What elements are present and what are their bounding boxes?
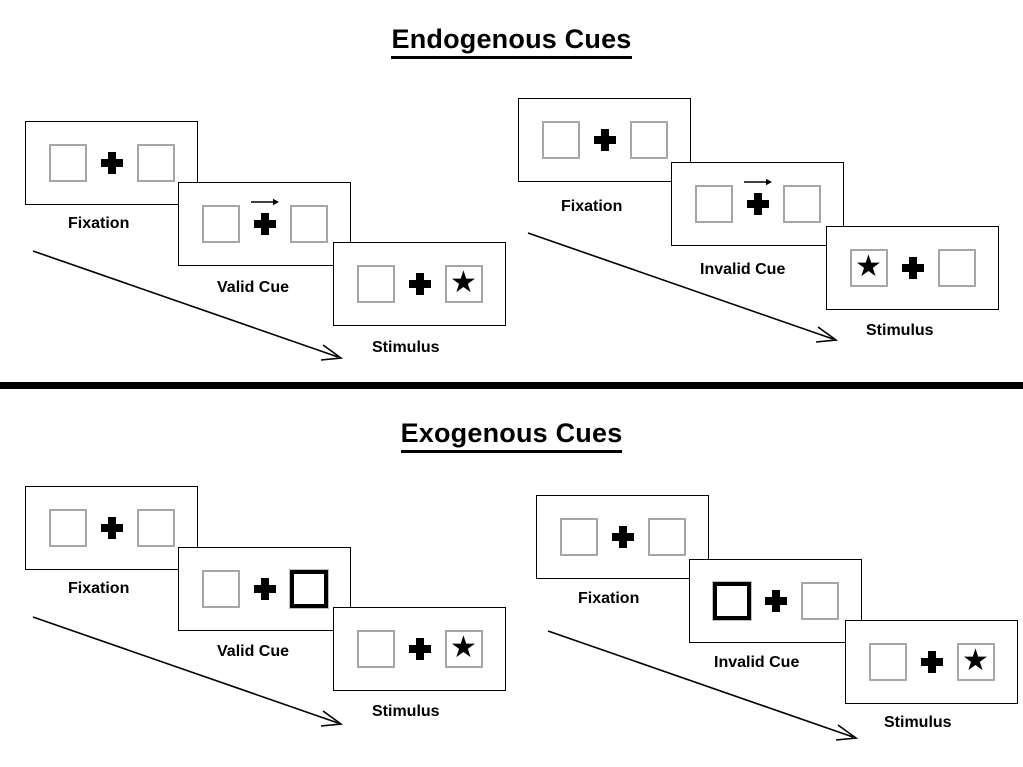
right-target-box: ★: [444, 630, 483, 668]
left-placeholder-box: [541, 121, 580, 159]
panel-content: [694, 178, 821, 223]
left-placeholder-box: [201, 570, 240, 608]
section-title-exogenous-text: Exogenous Cues: [400, 418, 623, 453]
left-placeholder-box: [48, 144, 87, 182]
panel-content: ★: [849, 249, 976, 287]
center-slot: [580, 129, 630, 151]
left-placeholder-box: [201, 205, 240, 243]
fixation-cross-icon: [100, 517, 123, 539]
center-slot: [733, 178, 783, 215]
fixation-cross-icon: [901, 257, 924, 279]
panel-content: [559, 518, 686, 556]
panel-content: [201, 569, 329, 609]
panel-exogenous-valid-fixation: [25, 486, 198, 570]
left-placeholder-box: [356, 265, 395, 303]
caption-exogenous-valid-stimulus: Stimulus: [372, 703, 440, 720]
arrow-right-cue-icon: [250, 198, 279, 206]
fixation-cross-icon: [100, 152, 123, 174]
center-slot: [240, 198, 290, 235]
section-title-exogenous: Exogenous Cues: [0, 418, 1023, 453]
center-slot: [87, 517, 137, 539]
caption-exogenous-invalid-cue: Invalid Cue: [714, 654, 800, 671]
right-placeholder-box: [629, 121, 668, 159]
panel-exogenous-valid-cue: [178, 547, 351, 631]
caption-exogenous-valid-cue: Valid Cue: [217, 643, 290, 660]
panel-content: [711, 581, 839, 621]
panel-exogenous-invalid-fixation: [536, 495, 709, 579]
caption-exogenous-valid-fixation: Fixation: [68, 580, 130, 597]
fixation-cross-icon: [593, 129, 616, 151]
left-placeholder-box: [48, 509, 87, 547]
panel-endogenous-valid-cue: [178, 182, 351, 266]
center-slot: [907, 651, 957, 673]
right-cued-box: [288, 569, 329, 609]
star-target-icon: ★: [855, 250, 882, 283]
fixation-cross-icon: [408, 273, 431, 295]
panel-content: [48, 144, 175, 182]
panel-exogenous-invalid-stimulus: ★: [845, 620, 1018, 704]
left-placeholder-box: [559, 518, 598, 556]
center-slot: [240, 578, 290, 600]
panel-content: ★: [868, 643, 995, 681]
left-placeholder-box: [356, 630, 395, 668]
center-slot: [888, 257, 938, 279]
panel-exogenous-invalid-cue: [689, 559, 862, 643]
caption-endogenous-valid-cue: Valid Cue: [217, 279, 290, 296]
left-placeholder-box: [868, 643, 907, 681]
panel-content: [541, 121, 668, 159]
panel-endogenous-invalid-stimulus: ★: [826, 226, 999, 310]
center-slot: [395, 273, 445, 295]
left-placeholder-box: [694, 185, 733, 223]
arrow-right-cue-icon: [743, 178, 772, 186]
right-placeholder-box: [647, 518, 686, 556]
center-slot: [87, 152, 137, 174]
right-placeholder-box: [800, 582, 839, 620]
caption-endogenous-valid-fixation: Fixation: [68, 215, 130, 232]
caption-endogenous-invalid-cue: Invalid Cue: [700, 261, 786, 278]
fixation-cross-icon: [253, 213, 276, 235]
right-target-box: ★: [444, 265, 483, 303]
center-slot: [598, 526, 648, 548]
fixation-cross-icon: [611, 526, 634, 548]
panel-content: [201, 198, 328, 243]
star-target-icon: ★: [962, 644, 989, 677]
fixation-cross-icon: [746, 193, 769, 215]
caption-exogenous-invalid-stimulus: Stimulus: [884, 714, 952, 731]
section-divider: [0, 382, 1023, 389]
panel-content: ★: [356, 630, 483, 668]
fixation-cross-icon: [764, 590, 787, 612]
panel-endogenous-valid-fixation: [25, 121, 198, 205]
star-target-icon: ★: [450, 631, 477, 664]
caption-endogenous-invalid-stimulus: Stimulus: [866, 322, 934, 339]
star-target-icon: ★: [450, 266, 477, 299]
fixation-cross-icon: [408, 638, 431, 660]
right-placeholder-box: [782, 185, 821, 223]
fixation-cross-icon: [920, 651, 943, 673]
right-placeholder-box: [289, 205, 328, 243]
panel-content: ★: [356, 265, 483, 303]
center-slot: [751, 590, 801, 612]
right-placeholder-box: [937, 249, 976, 287]
section-title-endogenous: Endogenous Cues: [0, 24, 1023, 59]
panel-endogenous-invalid-fixation: [518, 98, 691, 182]
panel-endogenous-invalid-cue: [671, 162, 844, 246]
right-placeholder-box: [136, 144, 175, 182]
fixation-cross-icon: [253, 578, 276, 600]
panel-endogenous-valid-stimulus: ★: [333, 242, 506, 326]
center-slot: [395, 638, 445, 660]
panel-exogenous-valid-stimulus: ★: [333, 607, 506, 691]
right-placeholder-box: [136, 509, 175, 547]
section-title-endogenous-text: Endogenous Cues: [391, 24, 632, 59]
caption-endogenous-invalid-fixation: Fixation: [561, 198, 623, 215]
caption-exogenous-invalid-fixation: Fixation: [578, 590, 640, 607]
caption-endogenous-valid-stimulus: Stimulus: [372, 339, 440, 356]
left-cued-box: [711, 581, 752, 621]
left-target-box: ★: [849, 249, 888, 287]
panel-content: [48, 509, 175, 547]
right-target-box: ★: [956, 643, 995, 681]
